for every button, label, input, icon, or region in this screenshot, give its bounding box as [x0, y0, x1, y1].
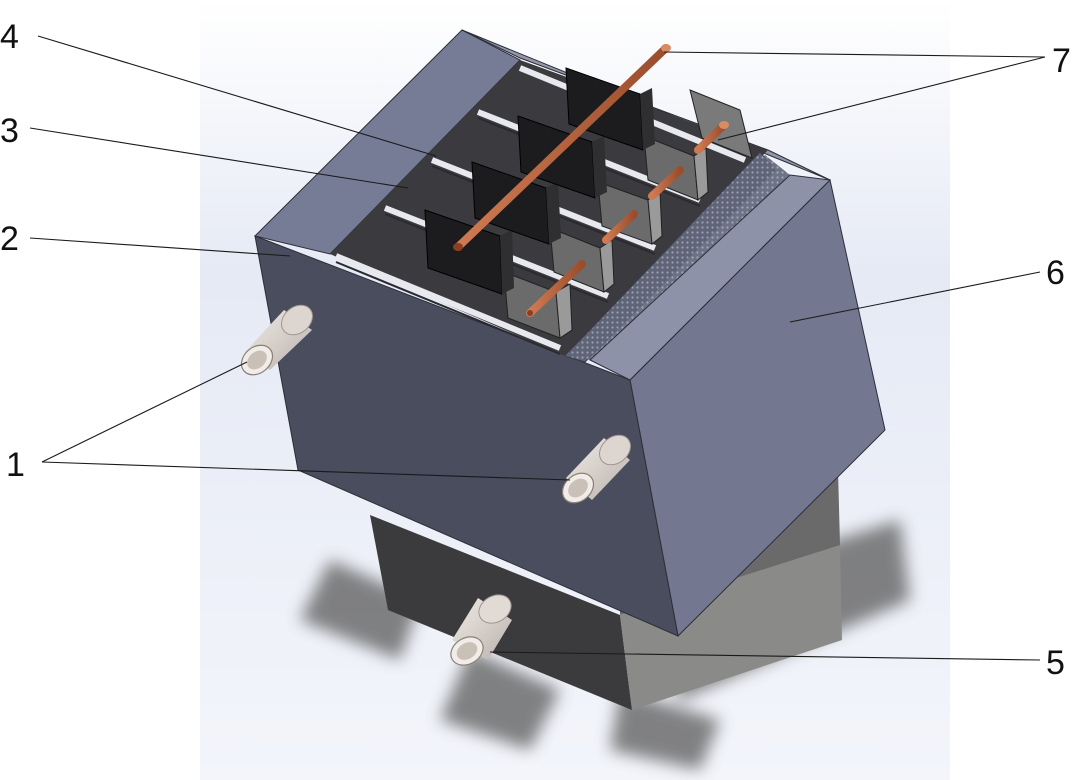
- rod-ends: [453, 44, 729, 316]
- callout-7: 7: [1052, 42, 1071, 80]
- leader-3: [29, 127, 409, 189]
- inlet-pipe-left: [240, 304, 313, 376]
- right-compartment: [589, 174, 832, 381]
- leader-6: [789, 271, 1041, 323]
- leader-2: [29, 237, 291, 257]
- leader-lines: [29, 35, 1046, 661]
- copper-rods: [454, 44, 728, 317]
- callout-labels: 1 2 3 4 5 6 7: [0, 18, 1071, 682]
- mesh-screen-face: [565, 155, 790, 360]
- outlet-pipe: [450, 594, 512, 666]
- leader-1a: [41, 361, 248, 463]
- inlet-pipe-right: [561, 434, 631, 504]
- callout-4: 4: [0, 18, 19, 56]
- grey-electrodes: [503, 89, 753, 339]
- leader-5: [489, 651, 1041, 661]
- callout-3: 3: [0, 112, 19, 150]
- callout-5: 5: [1046, 644, 1065, 682]
- leader-1b: [41, 461, 571, 481]
- leader-7b: [717, 56, 1046, 141]
- leader-4: [37, 35, 437, 157]
- callout-2: 2: [0, 220, 19, 258]
- callout-6: 6: [1046, 254, 1065, 292]
- callout-1: 1: [6, 446, 25, 484]
- leader-7a: [663, 51, 1046, 58]
